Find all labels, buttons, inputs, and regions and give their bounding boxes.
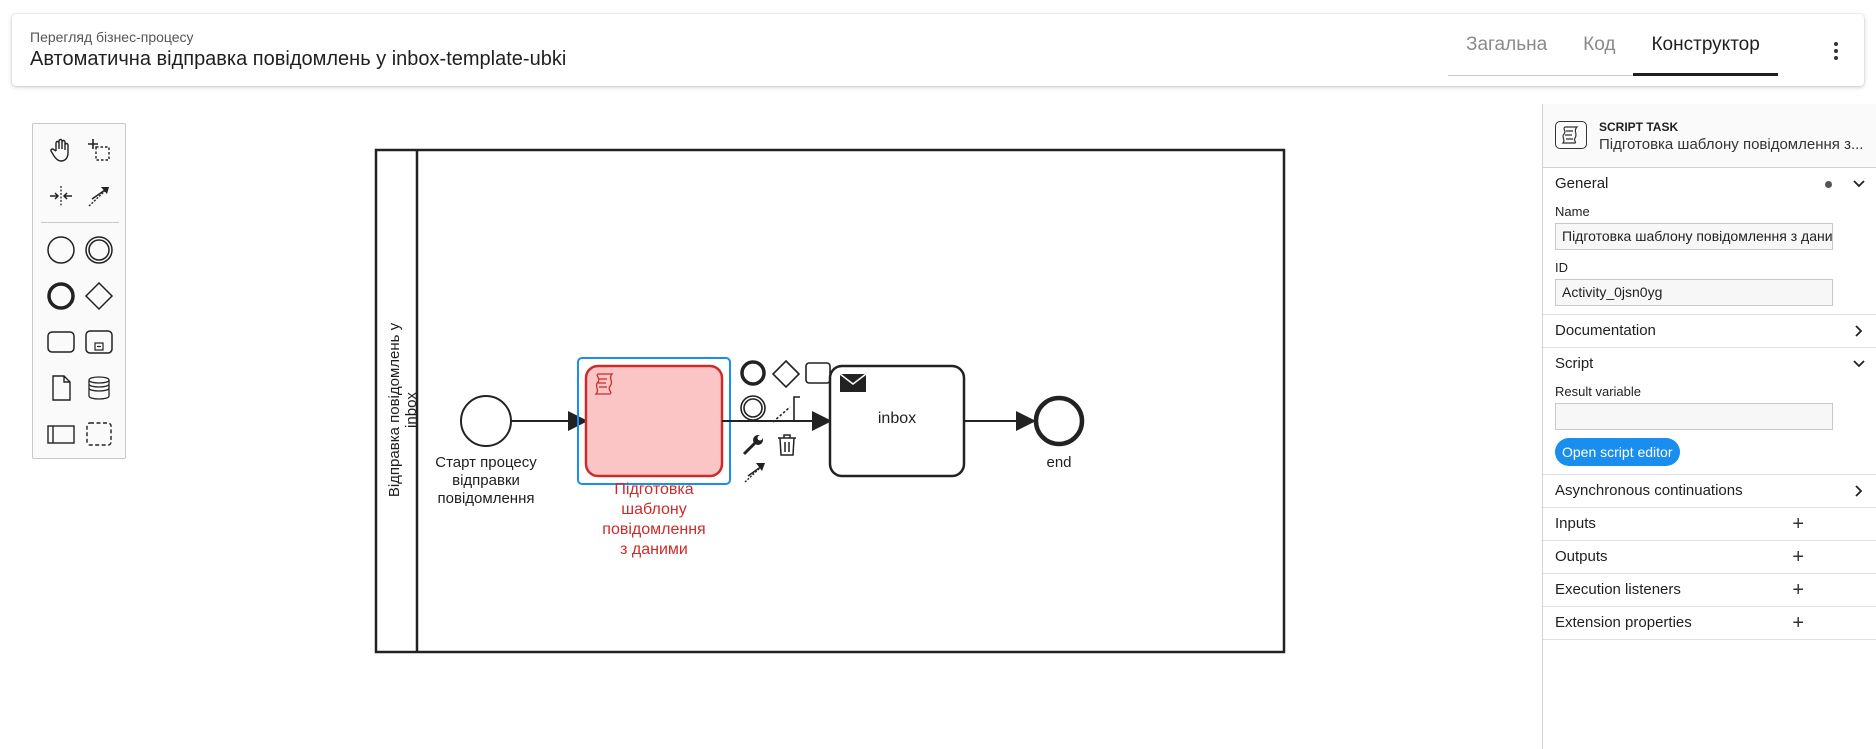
properties-header: SCRIPT TASK Підготовка шаблону повідомле… [1543, 104, 1876, 168]
name-label: Name [1555, 204, 1590, 219]
add-output-plus-icon[interactable]: + [1792, 546, 1804, 568]
data-object-icon[interactable] [43, 370, 79, 406]
participant-icon[interactable] [43, 416, 79, 452]
script-task-type-icon [1555, 121, 1587, 149]
element-name: Підготовка шаблону повідомлення з... [1599, 136, 1864, 153]
add-input-plus-icon[interactable]: + [1792, 513, 1804, 535]
delete-trash-icon[interactable] [778, 434, 796, 456]
start-event[interactable] [460, 395, 512, 447]
group-execution-listeners: Execution listeners + [1543, 574, 1876, 607]
page-subtitle: Перегляд бізнес-процесу [30, 29, 194, 45]
group-inputs-header[interactable]: Inputs + [1543, 508, 1876, 540]
group-icon[interactable] [81, 416, 117, 452]
start-event-label: Старт процесу відправки повідомлення [435, 454, 537, 507]
envelope-icon [839, 373, 867, 392]
context-pad [740, 359, 831, 483]
chevron-down-icon [1852, 348, 1866, 380]
group-documentation-header[interactable]: Documentation [1543, 315, 1876, 347]
space-tool-icon[interactable] [43, 178, 79, 214]
chevron-right-icon [1852, 475, 1866, 507]
properties-panel: SCRIPT TASK Підготовка шаблону повідомле… [1542, 104, 1876, 749]
add-extension-plus-icon[interactable]: + [1792, 612, 1804, 634]
group-inputs: Inputs + [1543, 508, 1876, 541]
intermediate-event-icon[interactable] [81, 232, 117, 268]
script-task[interactable] [584, 364, 724, 478]
page-title: Автоматична відправка повідомлень у inbo… [30, 48, 567, 70]
send-task-label: inbox [877, 410, 917, 427]
id-label: ID [1555, 260, 1568, 275]
append-task-icon[interactable] [805, 362, 831, 384]
group-outputs: Outputs + [1543, 541, 1876, 574]
global-connect-tool-icon[interactable] [81, 178, 117, 214]
group-execution-listeners-header[interactable]: Execution listeners + [1543, 574, 1876, 606]
task-icon[interactable] [43, 324, 79, 360]
changed-indicator-icon [1825, 181, 1832, 188]
end-event-label: end [1046, 454, 1072, 471]
subprocess-icon[interactable] [81, 324, 117, 360]
chevron-down-icon [1852, 168, 1866, 200]
change-type-wrench-icon[interactable] [742, 435, 763, 456]
diagram-canvas[interactable]: Відправка повідомлень у inbox Старт проц… [0, 100, 1540, 749]
group-async: Asynchronous continuations [1543, 475, 1876, 508]
page-header: Перегляд бізнес-процесу Автоматична відп… [12, 14, 1864, 86]
add-listener-plus-icon[interactable]: + [1792, 579, 1804, 601]
connect-arrow-icon[interactable] [744, 463, 765, 483]
group-outputs-header[interactable]: Outputs + [1543, 541, 1876, 573]
group-documentation: Documentation [1543, 315, 1876, 348]
tab-general[interactable]: Загальна [1466, 34, 1548, 55]
group-general-header[interactable]: General [1543, 168, 1876, 200]
name-field[interactable]: Підготовка шаблону повідомлення з даними [1555, 223, 1833, 250]
hand-tool-icon[interactable] [43, 132, 79, 168]
append-end-event-icon[interactable] [740, 360, 766, 386]
script-task-label: Підготовка шаблону повідомлення з даними [602, 481, 706, 558]
group-script-header[interactable]: Script [1543, 348, 1876, 380]
open-script-editor-button[interactable]: Open script editor [1555, 438, 1680, 466]
element-type: SCRIPT TASK [1599, 120, 1679, 134]
tab-constructor[interactable]: Конструктор [1633, 24, 1778, 76]
start-event-icon[interactable] [43, 232, 79, 268]
result-variable-label: Result variable [1555, 384, 1641, 399]
script-task-icon [594, 373, 614, 395]
more-vert-icon [1834, 42, 1838, 46]
view-tabs: Загальна Код Конструктор [1448, 24, 1778, 76]
gateway-icon[interactable] [81, 278, 117, 314]
more-menu-button[interactable] [1824, 38, 1848, 64]
tab-code[interactable]: Код [1583, 34, 1616, 55]
append-text-annotation-icon[interactable] [772, 396, 800, 423]
pool-label: Відправка повідомлень у inbox [386, 322, 420, 498]
group-extension-properties-header[interactable]: Extension properties + [1543, 607, 1876, 639]
lasso-tool-icon[interactable] [81, 132, 117, 168]
group-extension-properties: Extension properties + [1543, 607, 1876, 640]
end-event[interactable] [1033, 395, 1085, 447]
id-field[interactable]: Activity_0jsn0yg [1555, 279, 1833, 306]
chevron-right-icon [1852, 315, 1866, 347]
group-script: Script Result variable Open script edito… [1543, 348, 1876, 475]
data-store-icon[interactable] [81, 370, 117, 406]
append-gateway-icon[interactable] [771, 359, 801, 389]
result-variable-field[interactable] [1555, 403, 1833, 430]
tool-palette [32, 123, 126, 459]
end-event-icon[interactable] [43, 278, 79, 314]
group-general: General Name Підготовка шаблону повідомл… [1543, 168, 1876, 315]
group-async-header[interactable]: Asynchronous continuations [1543, 475, 1876, 507]
